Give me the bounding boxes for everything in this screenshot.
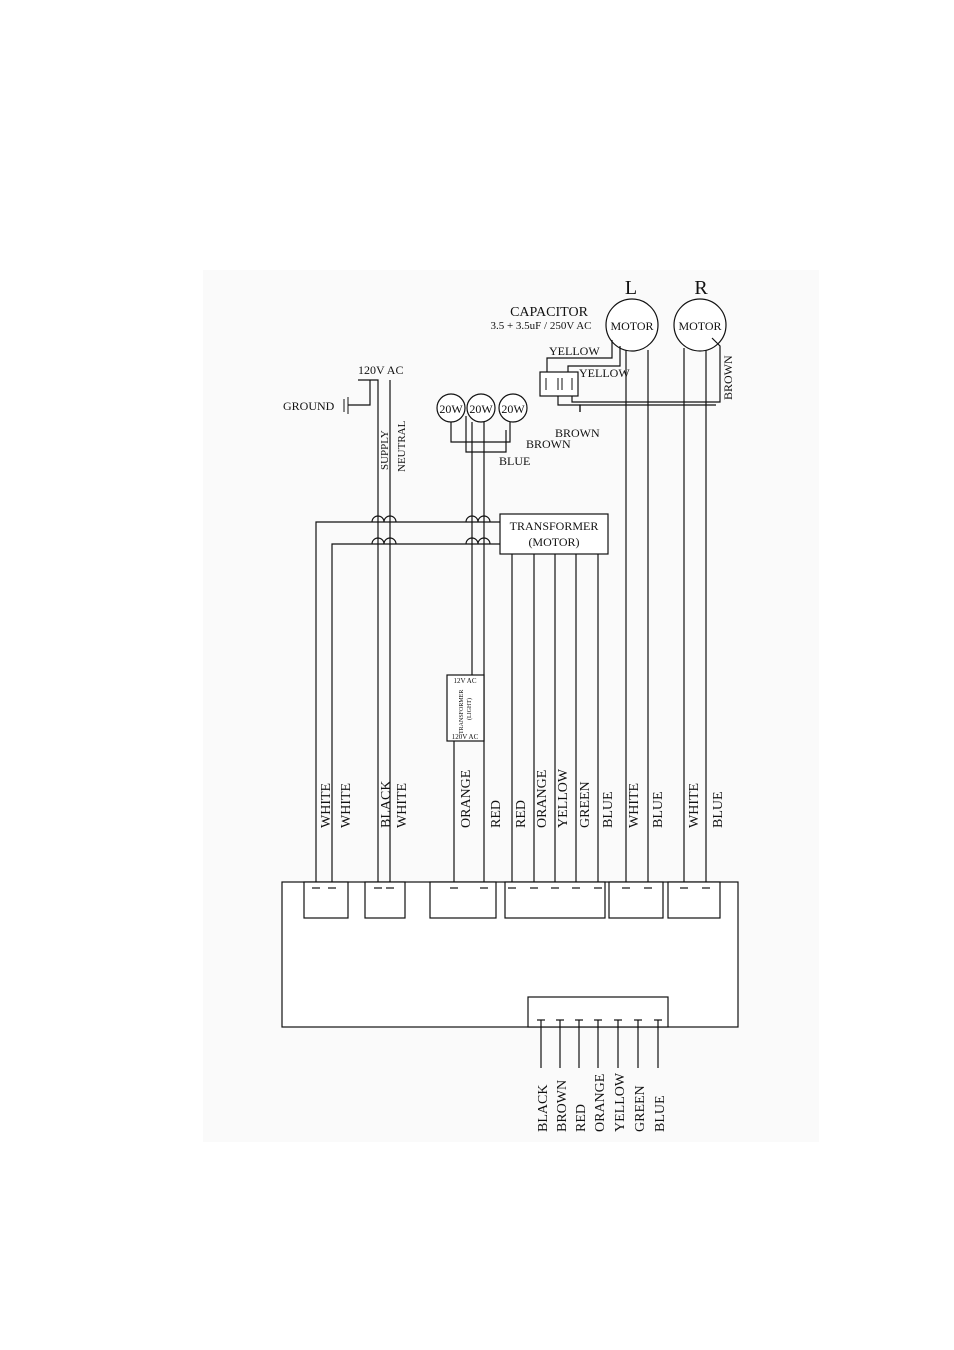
- neutral-label: NEUTRAL: [396, 420, 408, 472]
- connector-wire-label: RED: [489, 800, 504, 828]
- terminal-block-1: [303, 881, 349, 919]
- switch-wire-label: GREEN: [633, 1085, 648, 1132]
- transformer-light-sub: (LIGHT): [466, 698, 473, 720]
- motor-right: MOTOR: [673, 298, 727, 352]
- connector-wire-label: YELLOW: [556, 768, 571, 828]
- motor-left-letter: L: [625, 277, 637, 299]
- motor-right-label: MOTOR: [678, 319, 721, 333]
- motor-r-brown-label: BROWN: [721, 355, 735, 400]
- motor-left-label: MOTOR: [610, 319, 653, 333]
- transformer-motor-box: [499, 513, 609, 555]
- switch-wire-labels: BLACK BROWN RED ORANGE YELLOW GREEN BLUE: [536, 1072, 668, 1132]
- switch-wires: [537, 1019, 662, 1068]
- lamp-1-label: 20W: [439, 402, 463, 416]
- motor-left: MOTOR: [605, 298, 659, 352]
- terminal-block-5: [608, 881, 664, 919]
- connector-wire-label: BLUE: [651, 791, 666, 828]
- connector-wire-label: RED: [514, 800, 529, 828]
- capacitor-title: CAPACITOR: [510, 305, 588, 320]
- connector-wire-label: WHITE: [627, 783, 642, 828]
- lamp-3: 20W: [498, 393, 528, 423]
- wire-crossings: [371, 515, 491, 545]
- lamp-blue-label: BLUE: [499, 454, 530, 468]
- transformer-motor-label-1: TRANSFORMER: [510, 519, 599, 533]
- motor-right-letter: R: [694, 277, 708, 299]
- connector-wire-label: WHITE: [395, 783, 410, 828]
- switch-wire-label: RED: [574, 1104, 589, 1132]
- switch-wire-label: BLUE: [653, 1095, 668, 1132]
- connector-wire-label: WHITE: [687, 783, 702, 828]
- cap-brown-label-2: BROWN: [526, 437, 571, 451]
- switch-wire-label: YELLOW: [613, 1072, 628, 1132]
- terminal-block-6: [667, 881, 721, 919]
- switch-wire-label: BROWN: [555, 1080, 570, 1132]
- connector-wire-label: ORANGE: [535, 770, 550, 828]
- ground-label: GROUND: [283, 399, 335, 413]
- transformer-light-bottom: 120V AC: [452, 733, 479, 741]
- connector-wire-label: ORANGE: [459, 770, 474, 828]
- supply-label: SUPPLY: [379, 430, 391, 470]
- connector-wire-label: WHITE: [319, 783, 334, 828]
- transformer-light-name: TRANSFORMER: [459, 690, 465, 734]
- lamp-3-label: 20W: [501, 402, 525, 416]
- connector-wire-label: BLACK: [379, 781, 394, 828]
- switch-wire-label: BLACK: [536, 1085, 551, 1132]
- lamp-1: 20W: [436, 393, 466, 423]
- terminal-block-2: [364, 881, 406, 919]
- supply-voltage-label: 120V AC: [358, 363, 403, 377]
- connector-wire-label: WHITE: [339, 783, 354, 828]
- cap-yellow-label-1: YELLOW: [549, 344, 600, 358]
- transformer-light-box: [446, 674, 485, 742]
- transformer-light-top: 12V AC: [453, 677, 476, 685]
- terminal-block-4: [504, 881, 606, 919]
- cap-yellow-label-2: YELLOW: [579, 366, 630, 380]
- lamp-2: 20W: [466, 393, 496, 423]
- cap-brown-label-1: BROWN: [555, 426, 600, 440]
- connector-wire-label: GREEN: [578, 781, 593, 828]
- connector-wire-label: BLUE: [711, 791, 726, 828]
- transformer-motor-label-2: (MOTOR): [528, 535, 579, 549]
- connector-wire-label: BLUE: [601, 791, 616, 828]
- capacitor-spec: 3.5 + 3.5uF / 250V AC: [490, 320, 591, 332]
- lamp-2-label: 20W: [469, 402, 493, 416]
- ground-symbol: [343, 380, 371, 414]
- switch-wire-label: ORANGE: [593, 1074, 608, 1132]
